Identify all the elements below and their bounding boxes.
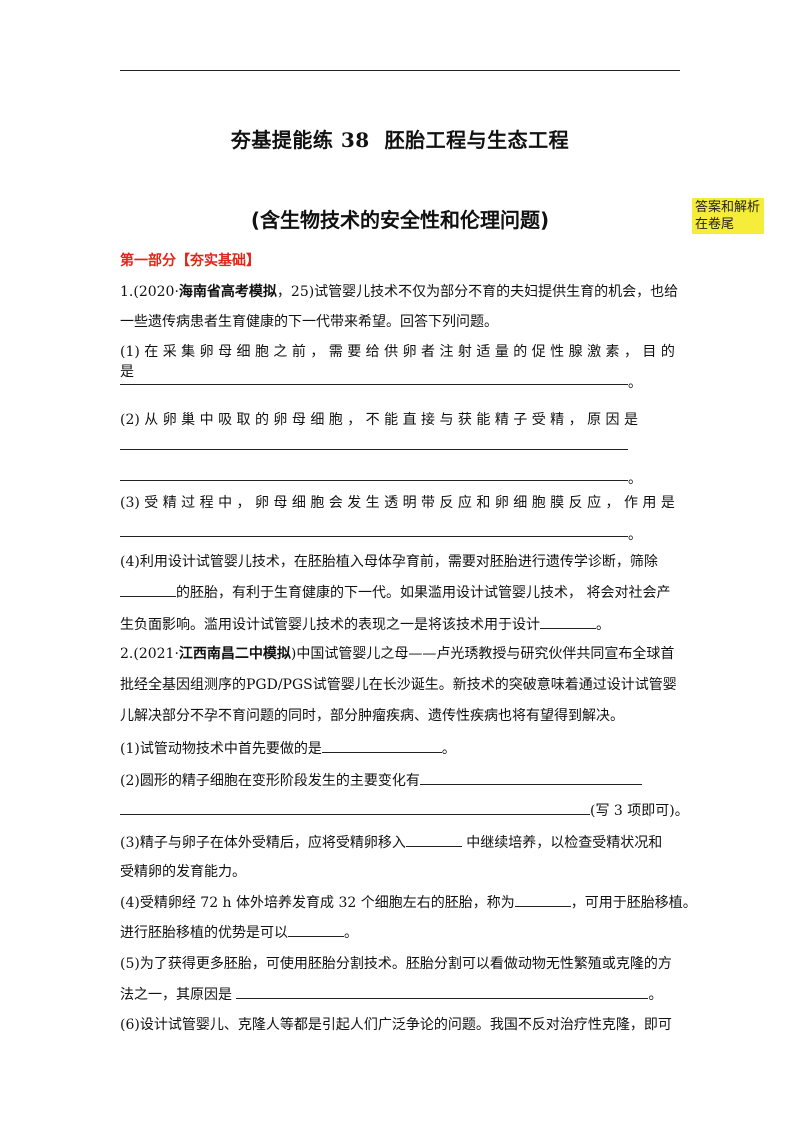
q2-part5-line2-text: 法之一，其原因是 (120, 987, 232, 1003)
q2-intro-prefix: 2.(2021· (120, 646, 179, 662)
q2-part1-text: (1)试管动物技术中首先要做的是 (120, 741, 322, 757)
q1-part2: (2) 从 卵 巢 中 吸 取 的 卵 母 细 胞 ， 不 能 直 接 与 获 … (120, 412, 638, 428)
q1-part4-line1: (4)利用设计试管婴儿技术，在胚胎植入母体孕育前，需要对胚胎进行遗传学诊断，筛除 (120, 554, 658, 570)
page-title: 夯基提能练 38 胚胎工程与生态工程 (0, 124, 800, 153)
q2-part4-blank-2 (288, 922, 344, 937)
header-rule (120, 70, 680, 71)
q2-part3-text-a: (3)精子与卵子在体外受精后，应将受精卵移入 (120, 835, 406, 851)
q2-intro-text: )中国试管婴儿之母——卢光琇教授与研究伙伴共同宣布全球首 (290, 646, 675, 662)
q2-part3-line1: (3)精子与卵子在体外受精后，应将受精卵移入 中继续培养，以检查受精状况和 (120, 832, 685, 853)
section-heading: 第一部分【夯实基础】 (120, 253, 260, 269)
q1-part4-line2: 的胚胎，有利于生育健康的下一代。如果滥用设计试管婴儿技术， 将会对社会产 (120, 582, 685, 603)
title-prefix: 夯基提能练 (230, 128, 334, 152)
q1-part1: (1) 在 采 集 卵 母 细 胞 之 前 ， 需 要 给 供 卵 者 注 射 … (120, 344, 675, 380)
q1-part3: (3) 受 精 过 程 中 ， 卵 母 细 胞 会 发 生 透 明 带 反 应 … (120, 495, 675, 511)
title-number: 38 (340, 128, 370, 152)
q1-intro-prefix: 1.(2020· (120, 284, 179, 300)
answer-note-badge: 答案和解析在卷尾 (692, 198, 764, 234)
q1-part3-answer-blank (120, 536, 628, 537)
q2-part5-period: 。 (648, 987, 663, 1003)
q2-intro-line1: 2.(2021·江西南昌二中模拟)中国试管婴儿之母——卢光琇教授与研究伙伴共同宣… (120, 644, 685, 664)
q1-part4-line3-text: 生负面影响。滥用设计试管婴儿技术的表现之一是将该技术用于设计 (120, 617, 540, 633)
q1-part3-period: 。 (628, 527, 642, 543)
q1-intro-text: ，25)试管婴儿技术不仅为部分不育的夫妇提供生育的机会，也给 (276, 284, 679, 300)
q1-source: 海南省高考模拟 (178, 284, 277, 300)
q1-part2-period: 。 (628, 471, 642, 487)
q1-part4-line2-text: 的胚胎，有利于生育健康的下一代。如果滥用设计试管婴儿技术， 将会对社会产 (176, 585, 671, 601)
q2-part5-line2: 法之一，其原因是 。 (120, 984, 685, 1005)
q2-part6-line1: (6)设计试管婴儿、克隆人等都是引起人们广泛争论的问题。我国不反对治疗性克隆，即… (120, 1017, 672, 1033)
q2-intro-line3: 儿解决部分不孕不育问题的同时，部分肿瘤疾病、遗传性疾病也将有望得到解决。 (120, 708, 624, 724)
q2-part1-blank (321, 738, 442, 753)
q2-part3-blank (405, 832, 462, 847)
q2-part2-tail: (写 3 项即可)。 (590, 803, 689, 819)
q1-part2-answer-blank-1 (120, 449, 628, 450)
q2-part2: (2)圆形的精子细胞在变形阶段发生的主要变化有 (120, 770, 685, 791)
q1-intro-line1: 1.(2020·海南省高考模拟，25)试管婴儿技术不仅为部分不育的夫妇提供生育的… (120, 282, 685, 302)
q2-part1-period: 。 (441, 741, 456, 757)
q1-part4-line3: 生负面影响。滥用设计试管婴儿技术的表现之一是将该技术用于设计 。 (120, 614, 685, 635)
q2-part3-line2: 受精卵的发育能力。 (120, 864, 246, 880)
q2-part4-line2-text: 进行胚胎移植的优势是可以 (120, 925, 288, 941)
q2-source: 江西南昌二中模拟 (178, 646, 291, 662)
q1-part4-blank-1 (120, 582, 176, 597)
q2-part4-period: 。 (344, 925, 358, 941)
q2-part2-text: (2)圆形的精子细胞在变形阶段发生的主要变化有 (120, 773, 420, 789)
q2-part5-blank (236, 984, 649, 999)
q2-part4-blank-1 (514, 892, 571, 907)
q2-part3-text-b: 中继续培养，以检查受精状况和 (461, 835, 663, 851)
q1-part4-period: 。 (596, 617, 610, 633)
q1-intro-line2: 一些遗传病患者生育健康的下一代带来希望。回答下列问题。 (120, 314, 498, 330)
q2-part2-line2: (写 3 项即可)。 (120, 800, 689, 821)
q2-part4-line1: (4)受精卵经 72 h 体外培养发育成 32 个细胞左右的胚胎，称为 ，可用于胚… (120, 892, 697, 913)
q1-part1-answer-blank (120, 384, 628, 385)
q2-part2-blank-2 (120, 800, 590, 815)
q1-part2-answer-blank-2 (120, 480, 628, 481)
q2-part4-text-a: (4)受精卵经 72 h 体外培养发育成 32 个细胞左右的胚胎，称为 (120, 895, 515, 911)
q2-part4-text-b: ，可用于胚胎移植。 (570, 895, 697, 911)
q2-part5-line1: (5)为了获得更多胚胎，可使用胚胎分割技术。胚胎分割可以看做动物无性繁殖或克隆的… (120, 956, 672, 972)
page-subtitle: (含生物技术的安全性和伦理问题) (250, 208, 550, 232)
q1-part4-blank-2 (540, 614, 596, 629)
q2-part1: (1)试管动物技术中首先要做的是 。 (120, 738, 685, 759)
title-topic: 胚胎工程与生态工程 (384, 128, 570, 152)
q2-intro-line2: 批经全基因组测序的PGD/PGS试管婴儿在长沙诞生。新技术的突破意味着通过设计试… (120, 677, 677, 693)
q2-part4-line2: 进行胚胎移植的优势是可以 。 (120, 922, 685, 943)
q1-part1-period: 。 (628, 375, 642, 391)
q2-part2-blank-1 (419, 770, 642, 785)
